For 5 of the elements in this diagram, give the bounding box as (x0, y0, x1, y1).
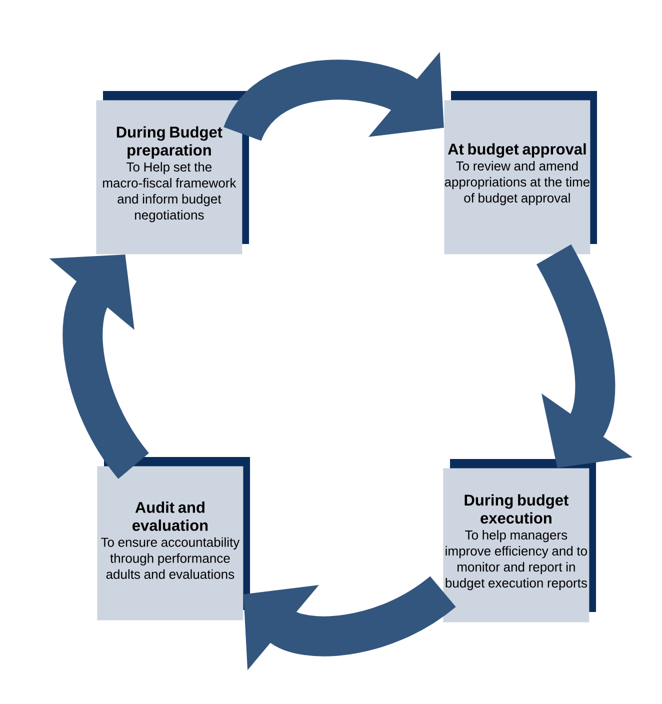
curved-arrow (224, 52, 444, 144)
text-box: During Budget preparation To Help set the macro-fiscal framework and inform budget negotiations (96, 91, 249, 254)
text-box: At budget approval To review and amend appropriations at the time of budget approval (444, 91, 597, 254)
text-box: During budget execution To help managers improve efficiency and to monitor and report in budget execution reports (443, 459, 596, 622)
text-box: Audit and evaluation To ensure accountability through performance adults and evaluations (97, 457, 250, 620)
